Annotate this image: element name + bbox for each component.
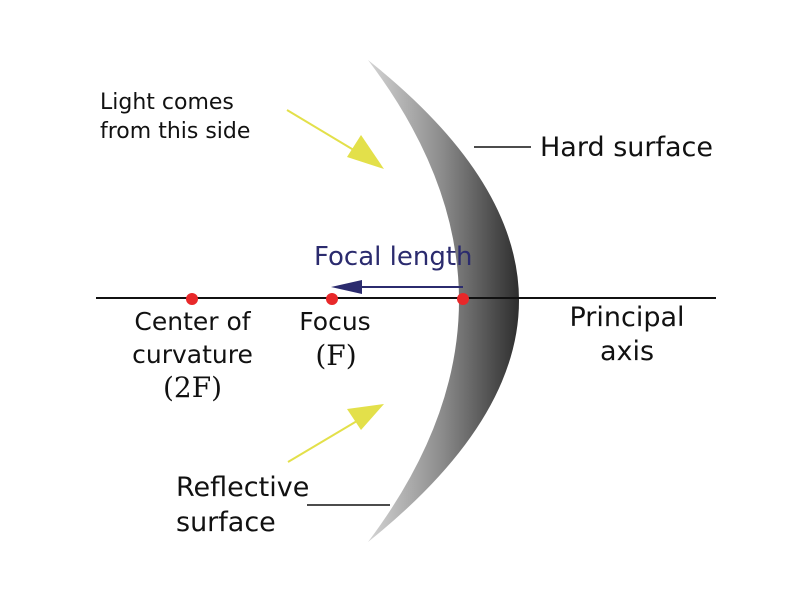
- hard-surface-label: Hard surface: [540, 132, 713, 163]
- focal-length-arrow-icon: [331, 280, 463, 294]
- focus-label: Focus: [299, 307, 371, 336]
- concave-mirror: [368, 60, 519, 542]
- light-source-label-line1: Light comes: [100, 90, 234, 115]
- principal-axis-label-line1: Principal: [569, 302, 685, 333]
- principal-axis-label: Principal axis: [553, 301, 701, 369]
- center-of-curvature-label-line1: Center of: [134, 307, 251, 336]
- reflective-surface-label-line2: surface: [176, 507, 276, 538]
- center-of-curvature-label: Center of curvature: [120, 305, 265, 371]
- principal-axis-label-line2: axis: [599, 336, 655, 367]
- center-of-curvature-symbol: (2F): [162, 371, 223, 404]
- reflective-surface-label: Reflective surface: [176, 470, 309, 540]
- lower-light-arrow-icon: [287, 404, 384, 463]
- center-of-curvature-label-line2: curvature: [132, 340, 253, 369]
- focus-symbol: (F): [315, 339, 357, 372]
- light-source-label-line2: from this side: [100, 119, 251, 144]
- focal-length-label: Focal length: [314, 242, 473, 272]
- center-of-curvature-point: [186, 293, 198, 305]
- upper-light-arrow-icon: [286, 109, 384, 169]
- reflective-surface-label-line1: Reflective: [176, 472, 310, 503]
- light-source-label: Light comes from this side: [100, 88, 250, 146]
- focus-point: [326, 293, 338, 305]
- pole-point: [457, 293, 469, 305]
